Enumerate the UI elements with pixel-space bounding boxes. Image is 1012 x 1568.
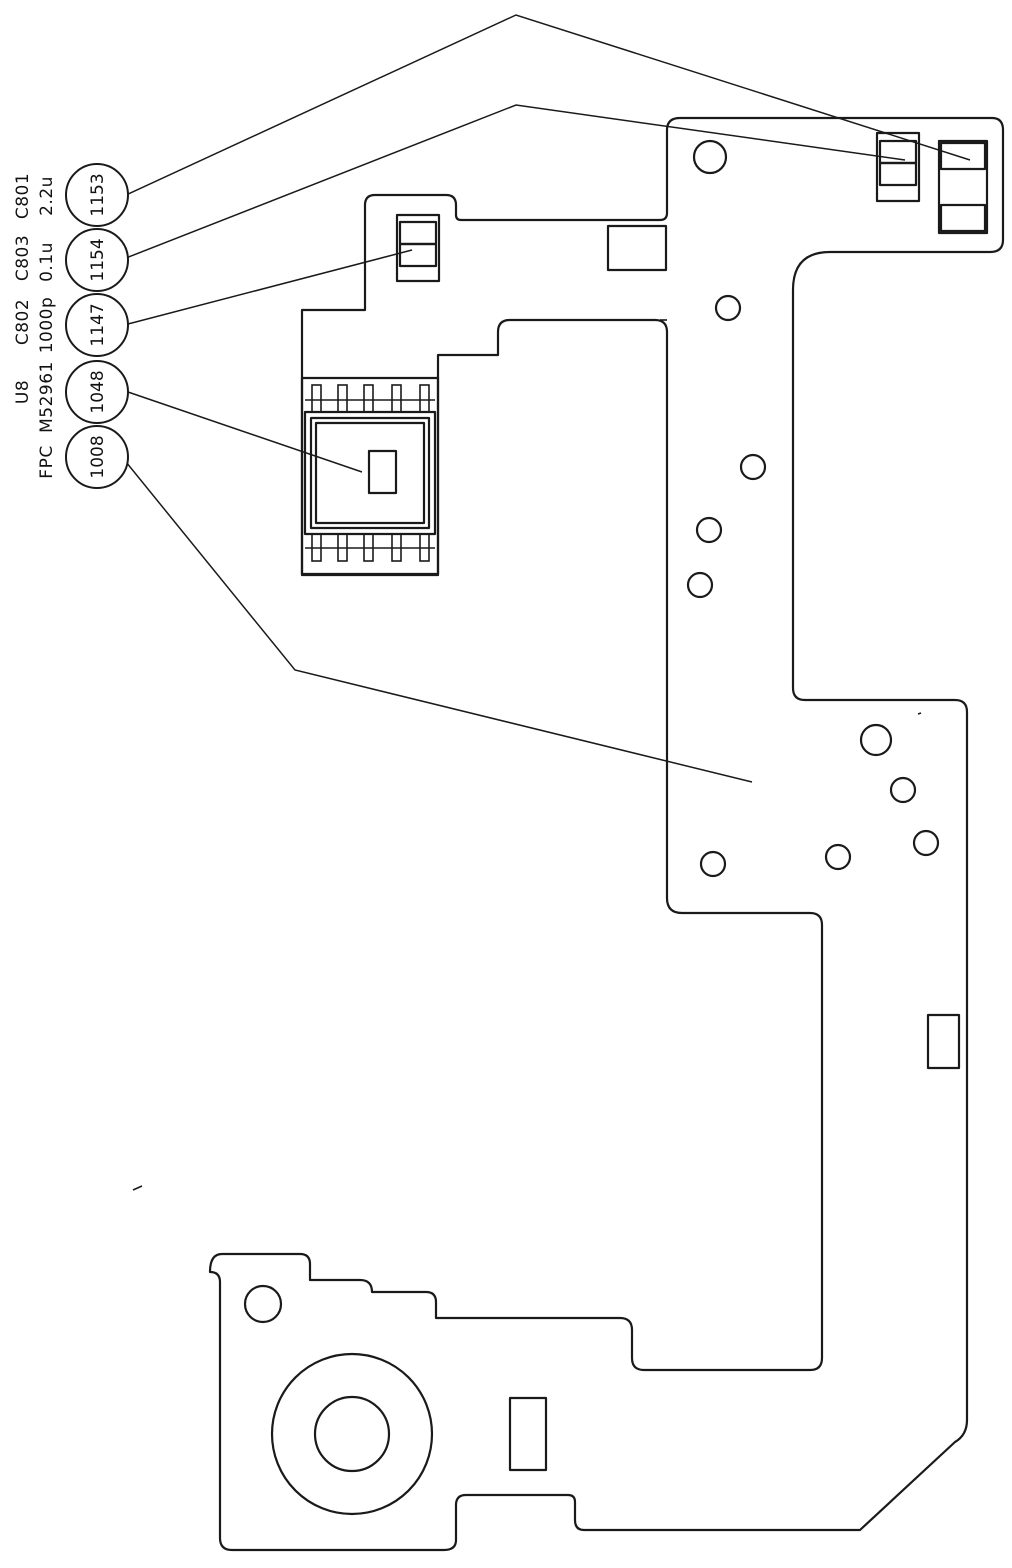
mounting-hole — [695, 516, 723, 544]
callout-code: 1154 — [88, 238, 108, 281]
callout-1048: 1048 — [65, 360, 129, 424]
callout-code: 1153 — [88, 173, 108, 216]
mounting-hole — [859, 723, 893, 757]
component-c803 — [875, 131, 921, 203]
pad-rect — [926, 1013, 961, 1070]
leader-line-1147 — [127, 249, 413, 325]
component-c802 — [395, 213, 441, 283]
callout-1154: 1154 — [65, 228, 129, 292]
callout-code: 1008 — [88, 435, 108, 478]
part-value-c803: 0.1u — [37, 242, 57, 282]
ref-designator-c801: C801 — [13, 173, 33, 219]
ref-designator-u8: U8 — [13, 380, 33, 404]
callout-column: 1008 1048 1147 1154 1153 FPC U8 M52961 C… — [13, 163, 129, 489]
callout-bubble — [65, 228, 129, 292]
ref-designator-c803: C803 — [13, 235, 33, 281]
pad-rect — [508, 1396, 548, 1472]
callout-1153: 1153 — [65, 163, 129, 227]
callout-1008: 1008 — [65, 425, 129, 489]
mounting-hole — [889, 776, 917, 804]
stray-mark — [132, 1185, 143, 1191]
mounting-hole — [739, 453, 767, 481]
ic-leads-bottom — [305, 533, 435, 562]
mounting-hole — [824, 843, 852, 871]
lens-mount-inner — [313, 1395, 391, 1473]
callout-1147: 1147 — [65, 293, 129, 357]
mounting-hole — [714, 294, 742, 322]
callout-bubble — [65, 293, 129, 357]
mounting-hole — [912, 829, 940, 857]
callout-code: 1147 — [88, 303, 108, 346]
callout-bubble — [65, 360, 129, 424]
ref-designator-c802: C802 — [13, 299, 33, 345]
ref-designator-fpc: FPC — [37, 445, 57, 478]
callout-code: 1048 — [88, 370, 108, 413]
stray-mark — [917, 712, 922, 715]
lens-mount-outer — [270, 1352, 434, 1516]
part-value-c802: 1000p — [37, 297, 57, 354]
callout-bubble — [65, 425, 129, 489]
mounting-hole — [243, 1284, 283, 1324]
part-value-u8: M52961 — [37, 361, 57, 433]
leader-line-1008 — [125, 461, 753, 783]
ic-leads-top — [305, 384, 435, 413]
component-u8-ic — [300, 376, 440, 576]
callout-bubble — [65, 163, 129, 227]
part-value-c801: 2.2u — [37, 176, 57, 216]
mounting-hole — [686, 571, 714, 599]
component-c801 — [937, 139, 989, 235]
board-outline — [208, 116, 1005, 1552]
leader-line-1154 — [125, 104, 906, 259]
mounting-hole — [699, 850, 727, 878]
leader-line-1048 — [127, 391, 363, 473]
pad-rect — [606, 224, 668, 272]
mounting-hole — [692, 139, 728, 175]
leader-line-1153 — [125, 14, 971, 196]
